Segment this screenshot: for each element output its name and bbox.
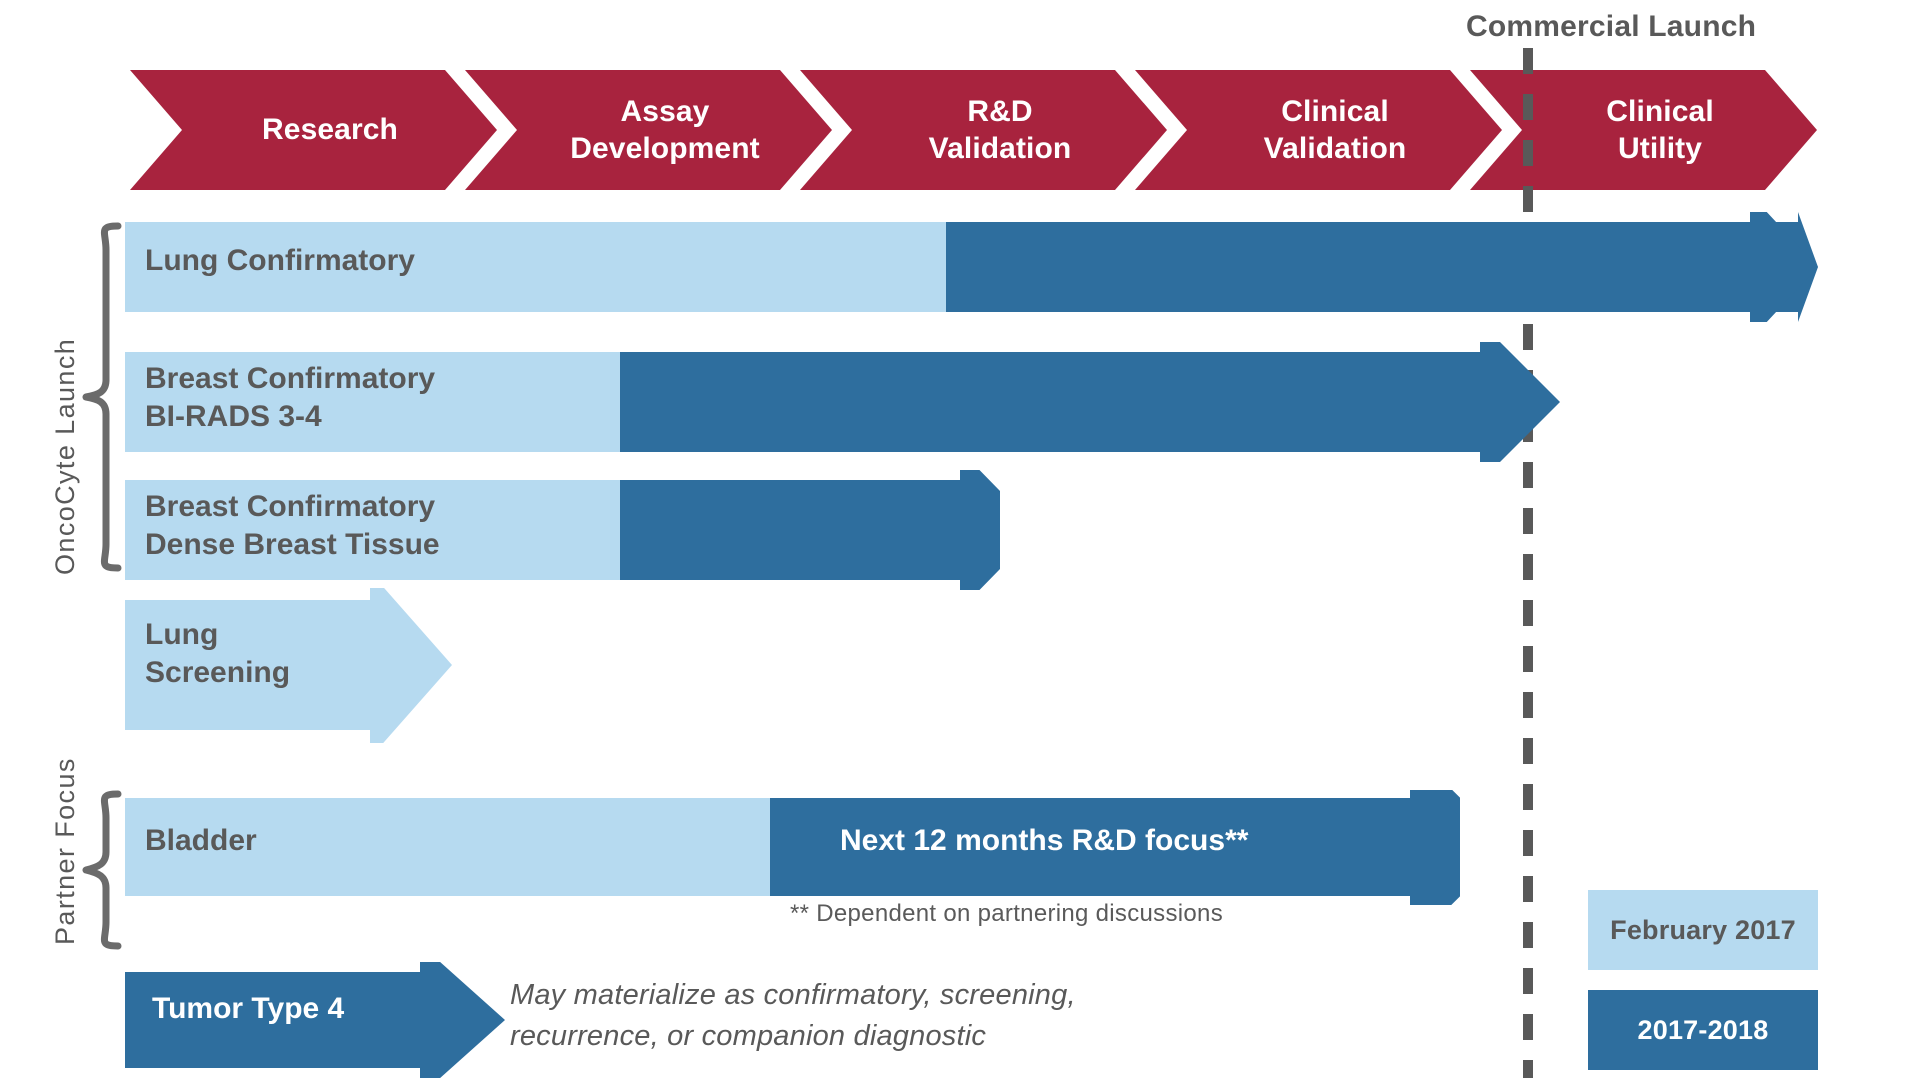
bar-label-tumor-type-4: Tumor Type 4 <box>152 992 345 1025</box>
bar-row-bladder[interactable] <box>120 790 1460 905</box>
brace-partner-focus <box>82 790 122 950</box>
group-label-partner-focus: Partner Focus <box>50 757 80 945</box>
legend-item-2017-2018[interactable]: 2017-2018 <box>1588 990 1818 1070</box>
bar-label-lung-screening: Lung Screening <box>145 618 291 690</box>
bar-label-breast-confirmatory-birads: Breast Confirmatory BI-RADS 3-4 <box>145 362 436 434</box>
phase-chevron-clinical-validation[interactable] <box>1135 70 1502 190</box>
group-label-oncocyte-launch: OncoCyte Launch <box>50 337 80 575</box>
phase-chevron-clinical-utility[interactable] <box>1470 70 1817 190</box>
legend-label-february-2017: February 2017 <box>1610 914 1796 945</box>
bar-row-lung-confirmatory[interactable] <box>120 212 1820 322</box>
bar-segment-label-bladder-rd-focus: Next 12 months R&D focus** <box>840 824 1249 857</box>
commercial-launch-label: Commercial Launch <box>1466 10 1757 43</box>
bar-label-lung-confirmatory: Lung Confirmatory <box>145 244 415 277</box>
bar-row-breast-confirmatory-dense[interactable] <box>120 470 1000 590</box>
bar-row-breast-confirmatory-birads[interactable] <box>120 342 1570 462</box>
bar-row-lung-screening[interactable] <box>120 588 460 743</box>
commercial-launch-dashed-line <box>1523 48 1533 1078</box>
footnote-partnering: ** Dependent on partnering discussions <box>790 900 1224 927</box>
bar-row-tumor-type-4[interactable] <box>120 962 520 1078</box>
phase-chevron-assay-development[interactable] <box>465 70 832 190</box>
brace-oncocyte-launch <box>82 222 122 572</box>
tumor-type-4-note: May materialize as confirmatory, screeni… <box>510 979 1076 1052</box>
phase-chevron-rd-validation[interactable] <box>800 70 1167 190</box>
legend-label-2017-2018: 2017-2018 <box>1637 1014 1769 1045</box>
phase-chevron-band <box>130 70 1817 190</box>
legend-item-february-2017[interactable]: February 2017 <box>1588 890 1818 970</box>
bar-label-bladder: Bladder <box>145 824 257 857</box>
phase-chevron-research[interactable] <box>130 70 497 190</box>
bar-label-breast-confirmatory-dense: Breast Confirmatory Dense Breast Tissue <box>145 490 440 562</box>
